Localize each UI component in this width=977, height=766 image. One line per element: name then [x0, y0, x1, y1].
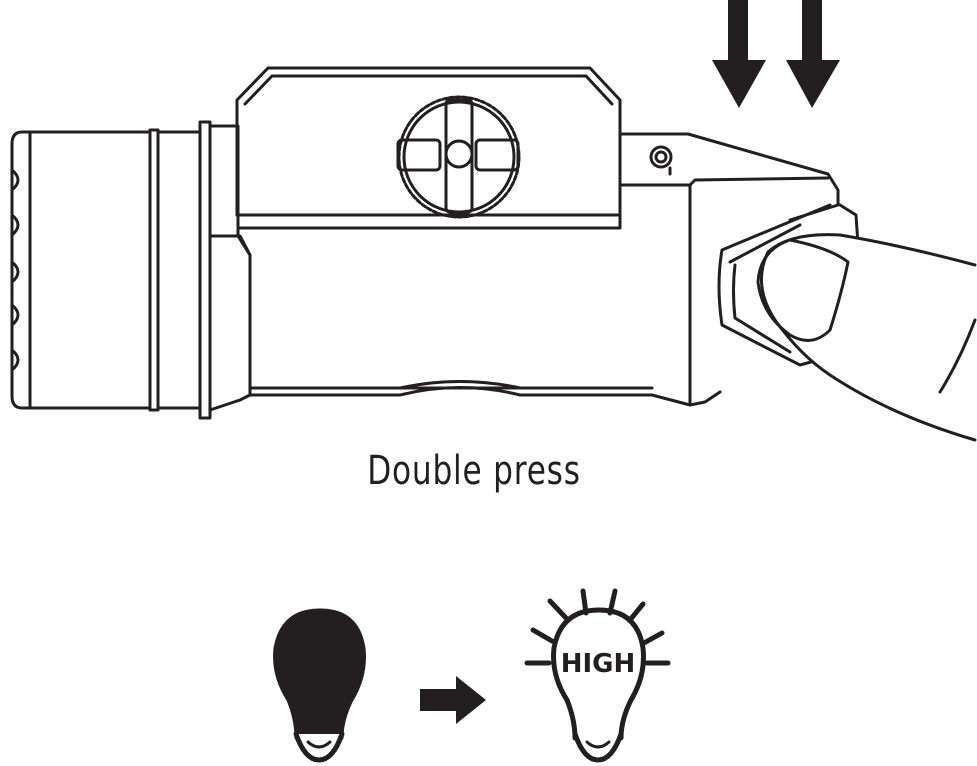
rail-clamp: [235, 66, 622, 217]
on-bulb-icon: HIGH: [551, 607, 646, 763]
double-press-arrows: [712, 0, 840, 108]
collar: [148, 120, 240, 420]
instruction-caption: Double press: [367, 448, 581, 494]
off-bulb-icon: [273, 608, 366, 763]
down-arrow-icon: [712, 0, 766, 108]
body-housing: [208, 183, 692, 412]
right-arrow-icon: [420, 676, 486, 724]
flashlight-illustration: [10, 66, 977, 442]
lens-bezel: [10, 130, 152, 410]
down-arrow-icon: [786, 0, 840, 108]
finger: [756, 233, 977, 442]
clamp-knob: [396, 95, 521, 219]
light-rays: [524, 588, 671, 666]
bulb-mode-label: HIGH: [561, 649, 636, 679]
tail-cap: [618, 132, 840, 407]
